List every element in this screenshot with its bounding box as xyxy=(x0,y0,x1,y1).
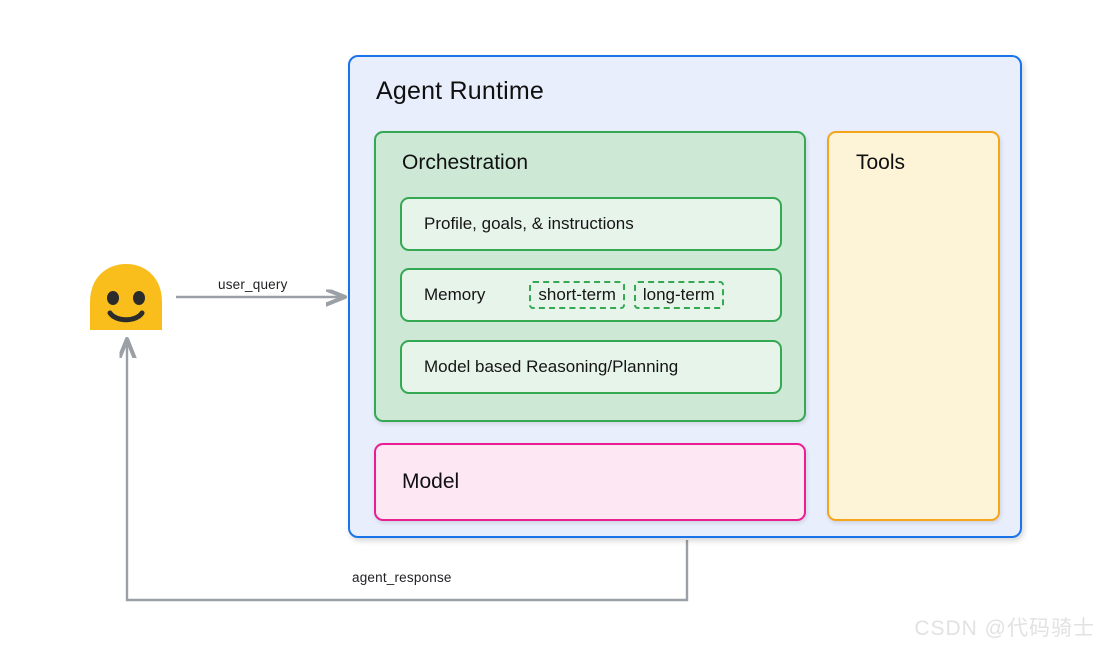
orchestration-row-reasoning: Model based Reasoning/Planning xyxy=(400,340,782,394)
memory-chip-short-term: short-term xyxy=(529,280,625,310)
tools-title: Tools xyxy=(856,151,906,174)
agent-runtime-container: Agent Runtime Orchestration Profile, goa… xyxy=(348,55,1022,538)
orchestration-row-profile: Profile, goals, & instructions xyxy=(400,197,782,251)
agent-runtime-title: Agent Runtime xyxy=(376,77,544,105)
orchestration-container: Orchestration Profile, goals, & instruct… xyxy=(374,131,806,422)
orchestration-row-reasoning-label: Model based Reasoning/Planning xyxy=(424,357,679,376)
watermark: CSDN @代码骑士 xyxy=(914,617,1095,640)
user-query-label: user_query xyxy=(218,277,288,292)
model-title: Model xyxy=(402,470,460,493)
model-container: Model xyxy=(374,443,806,521)
orchestration-row-profile-label: Profile, goals, & instructions xyxy=(424,214,634,233)
orchestration-row-memory: Memory short-term long-term xyxy=(400,268,782,322)
memory-chip-long-term: long-term xyxy=(633,280,724,310)
orchestration-row-memory-label: Memory xyxy=(424,285,486,304)
orchestration-title: Orchestration xyxy=(402,151,529,174)
user-avatar-emoji-icon xyxy=(90,264,162,330)
agent-response-label: agent_response xyxy=(352,570,452,585)
tools-container: Tools xyxy=(827,131,1000,521)
